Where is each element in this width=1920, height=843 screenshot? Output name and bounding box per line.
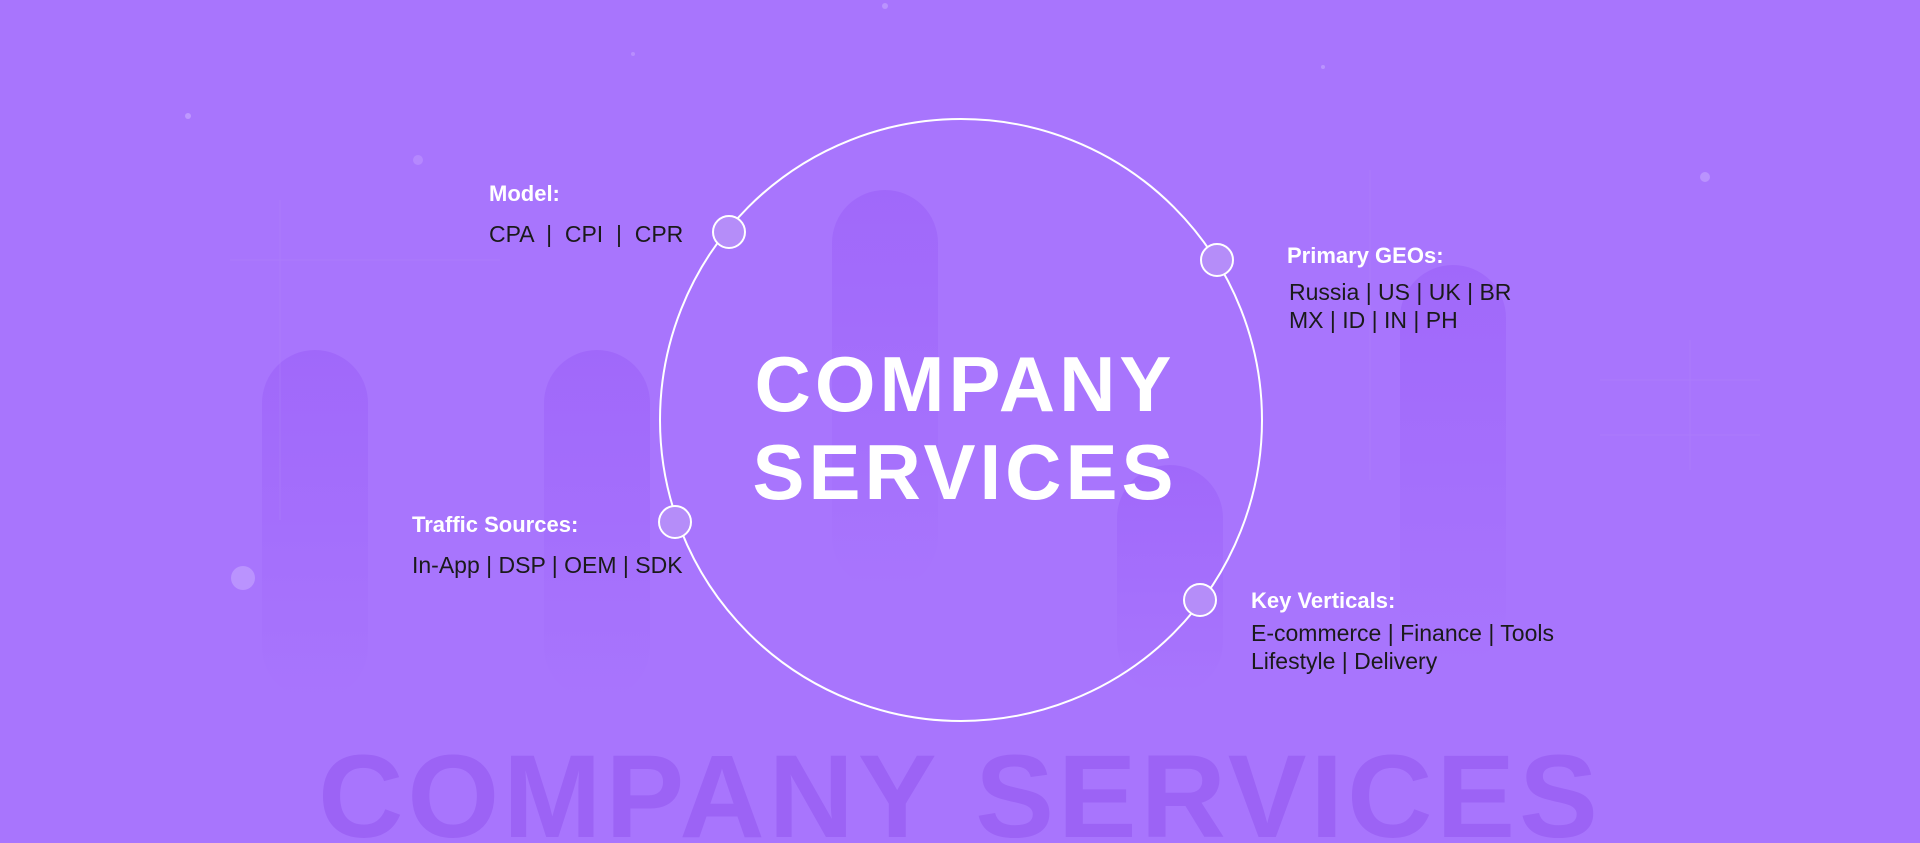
primary-geos-line-2: MX | ID | IN | PH bbox=[1289, 307, 1458, 333]
model-group: Model: CPA | CPI | CPR bbox=[489, 180, 683, 248]
bg-sparkle bbox=[882, 3, 888, 9]
ring-node-model bbox=[712, 215, 746, 249]
primary-geos-group: Primary GEOs: Russia | US | UK | BR MX |… bbox=[1287, 242, 1511, 334]
slide-title: COMPANY SERVICES bbox=[740, 340, 1190, 516]
key-verticals-line-2: Lifestyle | Delivery bbox=[1251, 648, 1438, 674]
bg-pillar bbox=[262, 350, 368, 700]
bg-pillar bbox=[1117, 465, 1223, 695]
bg-sparkle bbox=[231, 566, 255, 590]
bg-grid bbox=[230, 170, 1760, 520]
primary-geos-line-1: Russia | US | UK | BR bbox=[1289, 279, 1512, 305]
bg-sparkle bbox=[185, 113, 191, 119]
traffic-sources-value: In-App | DSP | OEM | SDK bbox=[412, 552, 683, 578]
watermark-text: COMPANY SERVICES bbox=[318, 731, 1602, 843]
traffic-sources-group: Traffic Sources: In-App | DSP | OEM | SD… bbox=[412, 511, 683, 579]
ring-node-traffic-sources bbox=[658, 505, 692, 539]
bg-pillar bbox=[544, 350, 650, 700]
bg-sparkle bbox=[413, 155, 423, 165]
title-line-1: COMPANY bbox=[754, 340, 1176, 428]
service-ring bbox=[659, 118, 1263, 722]
model-label: Model: bbox=[489, 181, 560, 206]
traffic-sources-label: Traffic Sources: bbox=[412, 512, 579, 537]
key-verticals-label: Key Verticals: bbox=[1251, 588, 1396, 613]
bg-pillar bbox=[832, 190, 938, 590]
title-line-2: SERVICES bbox=[752, 428, 1178, 516]
primary-geos-label: Primary GEOs: bbox=[1287, 243, 1444, 268]
bg-sparkle bbox=[1321, 65, 1325, 69]
ring-node-key-verticals bbox=[1183, 583, 1217, 617]
key-verticals-line-1: E-commerce | Finance | Tools bbox=[1251, 620, 1554, 646]
key-verticals-group: Key Verticals: E-commerce | Finance | To… bbox=[1251, 587, 1554, 675]
model-value: CPA | CPI | CPR bbox=[489, 221, 684, 247]
bg-sparkle bbox=[631, 52, 635, 56]
bg-sparkle bbox=[1700, 172, 1710, 182]
bg-pillar bbox=[1400, 265, 1506, 665]
ring-node-primary-geos bbox=[1200, 243, 1234, 277]
